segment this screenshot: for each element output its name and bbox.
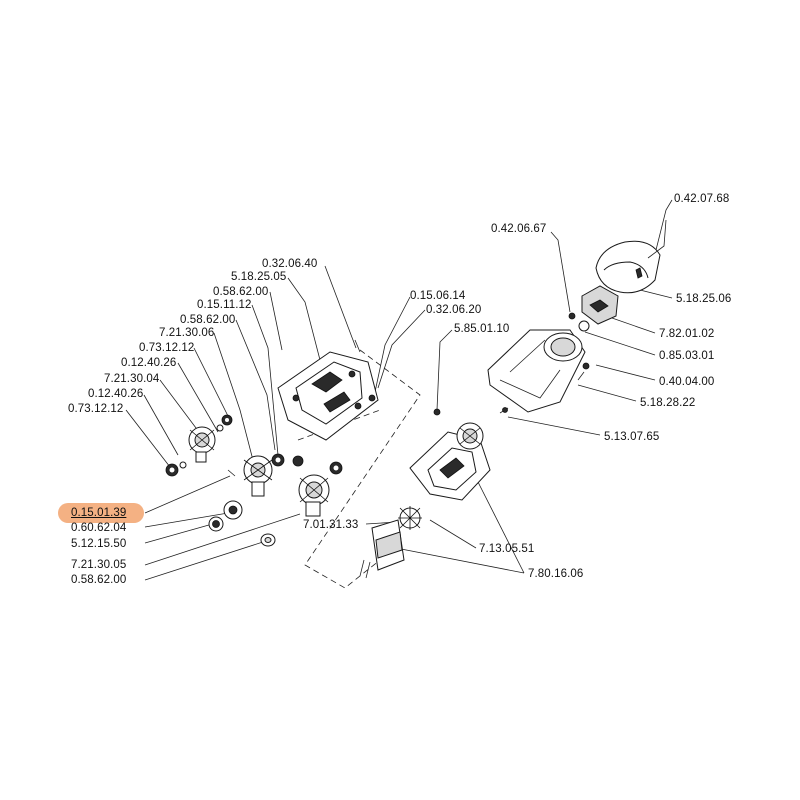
- gear-7.21.30.04: [188, 426, 216, 463]
- armature-7.01.31.33: [359, 519, 405, 579]
- fan-7.13.05.51: [398, 506, 422, 530]
- part-label-7-01-31-33[interactable]: 7.01.31.33: [303, 519, 359, 531]
- part-label-0-58-62-00[interactable]: 0.58.62.00: [180, 314, 236, 326]
- motor-cap-5.18.25.06: [595, 219, 667, 294]
- bearing-0.73.12.12-lower: [165, 461, 187, 477]
- part-label-5-18-25-06[interactable]: 5.18.25.06: [676, 293, 732, 305]
- part-label-5-18-28-22[interactable]: 5.18.28.22: [640, 397, 696, 409]
- part-label-0-58-62-00[interactable]: 0.58.62.00: [213, 286, 269, 298]
- part-label-0-12-40-26[interactable]: 0.12.40.26: [121, 357, 177, 369]
- part-label-7-80-16-06[interactable]: 7.80.16.06: [528, 568, 584, 580]
- part-label-5-13-07-65[interactable]: 5.13.07.65: [604, 431, 660, 443]
- part-label-7-21-30-04[interactable]: 7.21.30.04: [104, 373, 160, 385]
- part-label-0-60-62-04[interactable]: 0.60.62.04: [71, 522, 127, 534]
- part-label-0-85-03-01[interactable]: 0.85.03.01: [659, 350, 715, 362]
- bearing-0.58.62.00-lower: [260, 533, 276, 547]
- part-label-7-21-30-06[interactable]: 7.21.30.06: [159, 327, 215, 339]
- part-label-0-32-06-40[interactable]: 0.32.06.40: [262, 258, 318, 270]
- ring-5.12.15.50: [208, 516, 224, 532]
- gear-7.21.30.06: [243, 453, 285, 497]
- leader-lines: [125, 199, 673, 581]
- part-label-0-15-11-12[interactable]: 0.15.11.12: [197, 299, 252, 311]
- brush-holder-7.82.01.02: [568, 285, 619, 332]
- part-label-7-13-05-51[interactable]: 7.13.05.51: [479, 543, 535, 555]
- bearing-0.73.12.12-upper: [216, 414, 233, 432]
- gear-7.21.30.05: [292, 455, 343, 517]
- part-label-0-15-01-39[interactable]: 0.15.01.39: [71, 507, 127, 519]
- gearbox-plate-5.18.25.05: [277, 339, 379, 441]
- part-label-0-58-62-00[interactable]: 0.58.62.00: [71, 574, 127, 586]
- motor-housing-7.80.16.06: [409, 407, 509, 501]
- gear-housing-5.18.28.22: [487, 329, 590, 413]
- part-label-0-42-07-68[interactable]: 0.42.07.68: [674, 193, 730, 205]
- part-label-7-21-30-05[interactable]: 7.21.30.05: [71, 559, 127, 571]
- part-label-7-82-01-02[interactable]: 7.82.01.02: [659, 328, 715, 340]
- part-label-5-12-15-50[interactable]: 5.12.15.50: [71, 538, 127, 550]
- part-label-0-73-12-12[interactable]: 0.73.12.12: [68, 403, 124, 415]
- part-label-0-12-40-26[interactable]: 0.12.40.26: [88, 388, 144, 400]
- part-label-0-40-04-00[interactable]: 0.40.04.00: [659, 376, 715, 388]
- part-label-0-15-06-14[interactable]: 0.15.06.14: [410, 290, 466, 302]
- part-label-5-85-01-10[interactable]: 5.85.01.10: [454, 323, 510, 335]
- part-label-0-73-12-12[interactable]: 0.73.12.12: [139, 342, 195, 354]
- part-label-5-18-25-05[interactable]: 5.18.25.05: [231, 271, 287, 283]
- selected-part-highlight: [58, 503, 144, 523]
- part-label-0-32-06-20[interactable]: 0.32.06.20: [426, 304, 482, 316]
- shaft-gear-0.15.01.39: [223, 469, 243, 520]
- part-label-0-42-06-67[interactable]: 0.42.06.67: [491, 223, 547, 235]
